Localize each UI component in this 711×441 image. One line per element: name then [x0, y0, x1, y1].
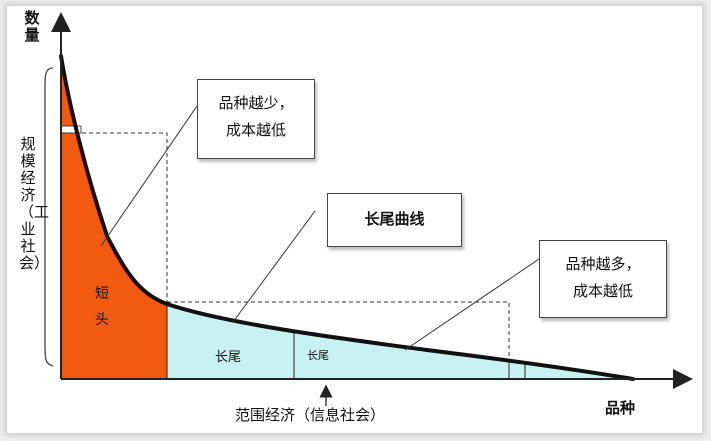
callout-left-line1: 品种越少，: [218, 94, 294, 112]
info-label: 范围经济（信息社会）: [235, 406, 386, 424]
callout-fewer-varieties: 品种越少， 成本越低: [197, 79, 315, 159]
callout-more-varieties: 品种越多， 成本越低: [539, 240, 667, 318]
tail-label-1: 长尾: [215, 350, 242, 365]
long-tail-diagram: [44, 12, 693, 406]
diagram-frame: 数量 品种 规模经济（工业社会） 范围经济（信息社会） 短头 长尾 长尾 品种越…: [7, 6, 702, 433]
tail-label-2: 长尾: [307, 349, 329, 362]
curve-title-box: 长尾曲线: [327, 193, 462, 247]
head-label: 短头: [95, 286, 109, 328]
x-axis-title: 品种: [605, 399, 636, 417]
head-dashed-outline: [61, 132, 168, 304]
industrial-brace: [44, 67, 54, 367]
leader-left: [100, 105, 198, 247]
leader-curve-title: [232, 210, 316, 323]
head-area: [60, 57, 168, 380]
callout-right-line1: 品种越多，: [565, 255, 641, 273]
callout-left-line2: 成本越低: [225, 121, 286, 139]
industrial-label: 规模经济（工业社会）: [19, 135, 50, 272]
curve-title: 长尾曲线: [364, 210, 425, 228]
tail-dashed-outline: [167, 301, 510, 379]
long-tail-curve: [59, 54, 635, 381]
y-axis-title: 数量: [24, 9, 40, 44]
callout-right-line2: 成本越低: [572, 282, 633, 300]
leader-right: [404, 258, 540, 351]
